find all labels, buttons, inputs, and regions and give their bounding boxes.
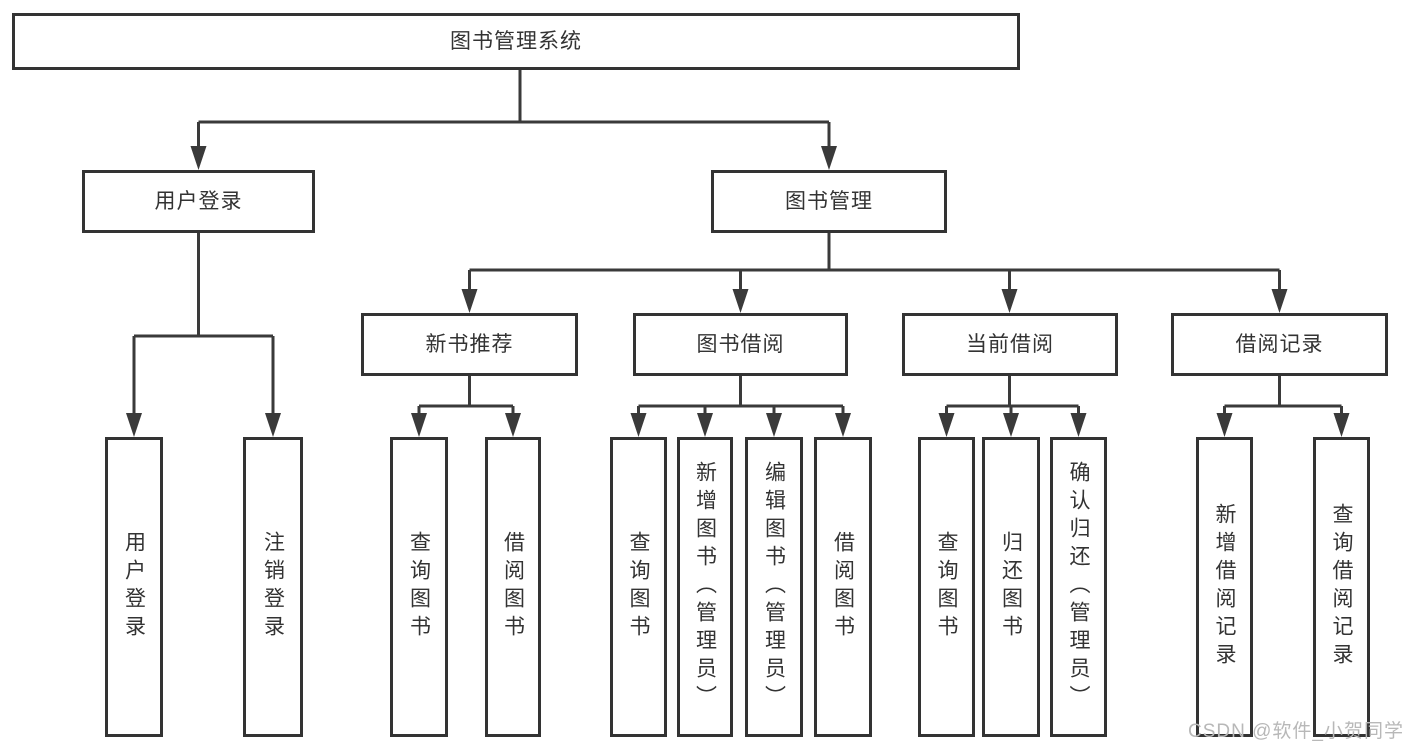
node-leaf-add-book-admin: 新增图书（管理员）	[677, 437, 733, 737]
node-leaf-edit-book-admin: 编辑图书（管理员）	[745, 437, 803, 737]
node-label: 借阅图书	[501, 531, 525, 643]
node-leaf-logout: 注销登录	[243, 437, 303, 737]
arrowhead-icons	[126, 146, 1350, 437]
node-new-book-recommendation: 新书推荐	[361, 313, 578, 376]
node-label: 注销登录	[261, 531, 285, 643]
node-label: 新增图书（管理员）	[693, 461, 717, 713]
node-current-borrowing: 当前借阅	[902, 313, 1118, 376]
node-label: 归还图书	[999, 531, 1023, 643]
node-book-borrowing: 图书借阅	[633, 313, 848, 376]
node-book-management: 图书管理	[711, 170, 947, 233]
node-leaf-add-borrow-record: 新增借阅记录	[1196, 437, 1253, 737]
node-leaf-query-borrow-record: 查询借阅记录	[1313, 437, 1370, 737]
node-leaf-confirm-return-admin: 确认归还（管理员）	[1050, 437, 1107, 737]
node-label: 查询图书	[935, 531, 958, 643]
node-user-login: 用户登录	[82, 170, 315, 233]
node-borrowing-records: 借阅记录	[1171, 313, 1388, 376]
node-label: 借阅记录	[1235, 333, 1324, 356]
node-library-management-system: 图书管理系统	[12, 13, 1020, 70]
node-leaf-borrow-books-2: 借阅图书	[814, 437, 872, 737]
node-leaf-borrow-books-1: 借阅图书	[485, 437, 541, 737]
csdn-watermark: CSDN @软件_小贺同学	[1188, 721, 1404, 742]
node-label: 图书管理	[785, 190, 873, 213]
node-leaf-user-login: 用户登录	[105, 437, 163, 737]
node-leaf-return-books: 归还图书	[982, 437, 1040, 737]
node-leaf-query-books-2: 查询图书	[610, 437, 667, 737]
node-label: 查询借阅记录	[1330, 503, 1353, 671]
node-label: 借阅图书	[831, 531, 855, 643]
node-label: 新书推荐	[425, 333, 514, 356]
node-label: 图书借阅	[696, 333, 785, 356]
node-label: 新增借阅记录	[1213, 503, 1236, 671]
node-label: 用户登录	[122, 531, 146, 643]
node-label: 查询图书	[627, 531, 650, 643]
node-leaf-query-books-3: 查询图书	[918, 437, 975, 737]
node-label: 图书管理系统	[450, 30, 582, 53]
node-label: 用户登录	[154, 190, 243, 213]
node-leaf-query-books-1: 查询图书	[390, 437, 448, 737]
node-label: 确认归还（管理员）	[1067, 461, 1090, 713]
connector-elbow-lines	[132, 70, 1343, 416]
node-label: 查询图书	[407, 531, 431, 643]
node-label: 当前借阅	[966, 333, 1054, 356]
node-label: 编辑图书（管理员）	[762, 461, 786, 713]
